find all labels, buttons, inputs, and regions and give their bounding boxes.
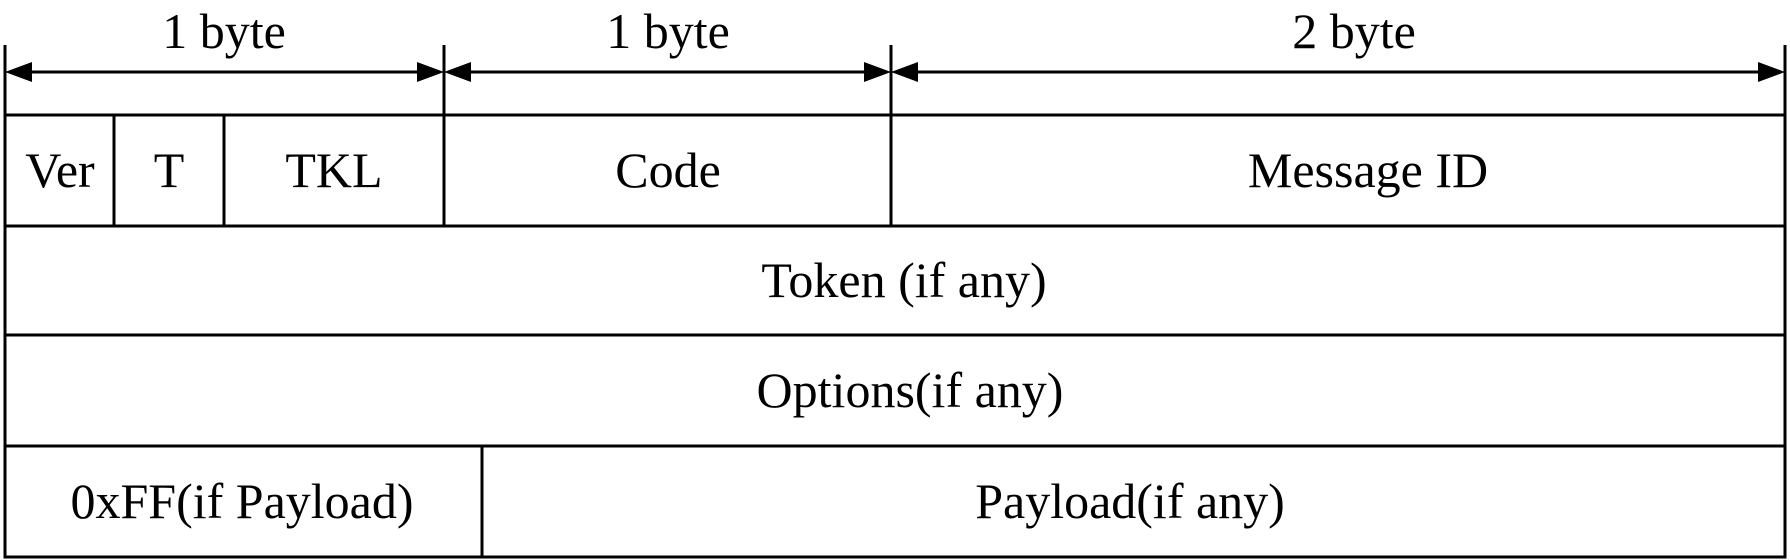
field-message-id: Message ID (1248, 142, 1488, 198)
field-ver: Ver (25, 142, 95, 198)
field-tkl: TKL (285, 142, 382, 198)
field-payload-marker: 0xFF(if Payload) (70, 473, 413, 529)
byte-label-1: 1 byte (162, 3, 286, 59)
field-token: Token (if any) (761, 252, 1046, 308)
field-code: Code (615, 142, 721, 198)
byte-span-arrow-2 (444, 62, 891, 82)
message-format-table (3, 113, 1787, 559)
byte-span-arrow-3 (891, 62, 1785, 82)
field-options: Options(if any) (757, 362, 1064, 418)
field-t: T (154, 142, 185, 198)
byte-label-3: 2 byte (1292, 3, 1416, 59)
field-payload: Payload(if any) (975, 473, 1285, 529)
byte-span-arrow-1 (5, 62, 444, 82)
dimension-ticks (3, 45, 1787, 115)
byte-label-2: 1 byte (606, 3, 730, 59)
